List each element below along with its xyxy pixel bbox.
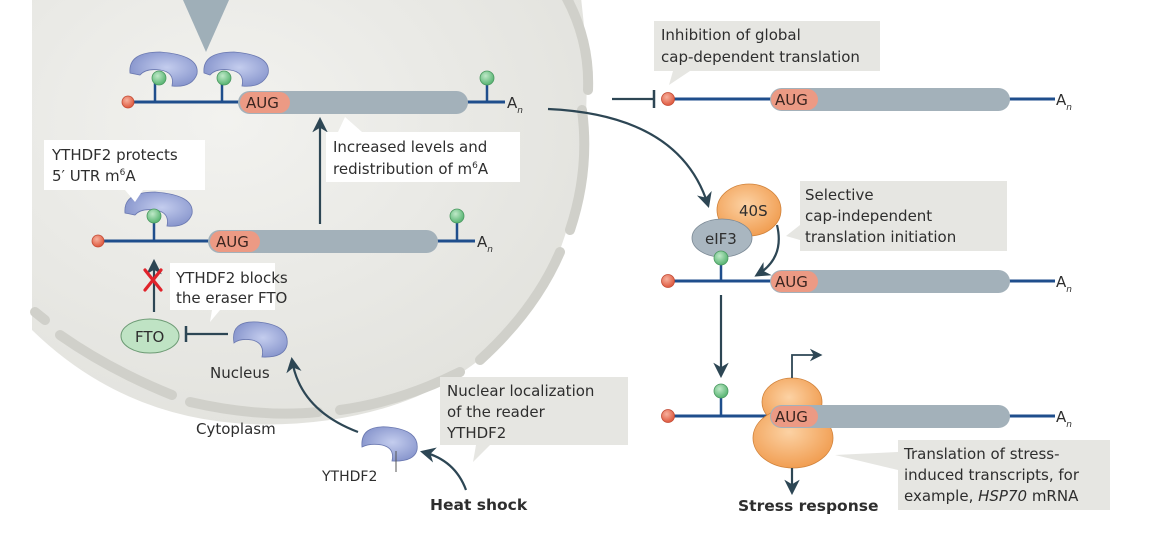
fto-label: FTO (135, 328, 164, 346)
scanning-arrow (754, 224, 780, 277)
m6a-mark-icon (713, 250, 729, 266)
svg-text:Translation of stress-: Translation of stress- (903, 445, 1060, 463)
cds-body (770, 270, 1010, 293)
stress-response-label: Stress response (738, 497, 878, 515)
cap-icon (91, 234, 105, 248)
ythdf2-reader-icon (129, 51, 198, 87)
aug-label: AUG (775, 273, 808, 291)
callout-selective-initiation: Selective cap-independent translation in… (786, 181, 1007, 251)
cds-body (770, 88, 1010, 111)
nucleus (30, 0, 594, 425)
mrna-nuclear-top (121, 51, 505, 114)
m6a-mark-icon (713, 383, 729, 399)
nascent-peptide-arrow (791, 348, 823, 378)
heat-shock-arrow (420, 447, 468, 491)
m6a-mark-icon (449, 208, 465, 224)
incoming-arrow-triangle (183, 0, 229, 52)
m6a-mark-icon (146, 208, 162, 224)
svg-text:5′ UTR m6A: 5′ UTR m6A (52, 167, 136, 185)
polya-label: An (1056, 408, 1072, 430)
aug-codon (210, 231, 260, 252)
aug-label: AUG (246, 94, 279, 112)
aug-label: AUG (775, 408, 808, 426)
callout-increased-m6a: Increased levels and redistribution of m… (326, 117, 520, 182)
fto-enzyme (120, 318, 180, 354)
callout-ythdf2-protects: YTHDF2 protects 5′ UTR m6A (44, 140, 205, 202)
export-arrow (547, 107, 712, 208)
cds-body (770, 405, 1010, 428)
m6a-mark-icon (479, 70, 495, 86)
polya-label: An (1056, 91, 1072, 113)
mrna-cap-independent (661, 183, 1055, 293)
m6a-mark-icon (151, 70, 167, 86)
polya-label: An (477, 233, 493, 255)
svg-text:cap-independent: cap-independent (805, 207, 932, 225)
cds-body (238, 91, 468, 114)
mrna-translating (661, 377, 1055, 469)
svg-text:of the reader: of the reader (447, 403, 546, 421)
block-x-icon (143, 268, 163, 292)
mrna-nuclear-middle (91, 191, 475, 253)
cap-icon (661, 409, 675, 423)
ythdf2-cytoplasm-icon (361, 426, 418, 462)
inhibit-fto-arrow (184, 326, 228, 342)
ythdf2-label: YTHDF2 (321, 469, 377, 485)
svg-text:Nuclear localization: Nuclear localization (447, 382, 594, 400)
mrna-cap-dependent (661, 88, 1055, 111)
ythdf2-reader-icon (124, 191, 193, 227)
svg-text:Selective: Selective (805, 186, 874, 204)
callout-inhibition-global: Inhibition of global cap-dependent trans… (654, 21, 880, 85)
cytoplasm-label: Cytoplasm (196, 420, 276, 438)
polya-label: An (1056, 273, 1072, 295)
callout-ythdf2-blocks-fto: YTHDF2 blocks the eraser FTO (170, 263, 288, 322)
aug-label: AUG (775, 91, 808, 109)
svg-text:the eraser FTO: the eraser FTO (176, 289, 287, 307)
cap-icon (121, 95, 135, 109)
aug-codon (771, 89, 818, 110)
cap-icon (661, 274, 675, 288)
aug-label: AUG (216, 233, 249, 251)
heat-shock-label: Heat shock (430, 496, 528, 514)
aug-codon (771, 271, 818, 292)
inhibit-cap-dependent-arrow (612, 90, 656, 108)
nuclear-import-arrow (286, 356, 359, 434)
svg-text:Inhibition of global: Inhibition of global (661, 26, 801, 44)
svg-text:translation initiation: translation initiation (805, 228, 956, 246)
svg-text:YTHDF2 protects: YTHDF2 protects (51, 146, 178, 164)
ythdf2-nuclear-icon (233, 321, 288, 358)
cds-body (208, 230, 438, 253)
svg-text:YTHDF2 blocks: YTHDF2 blocks (175, 269, 288, 287)
svg-text:redistribution of m6A: redistribution of m6A (333, 160, 489, 178)
aug-codon (771, 406, 818, 427)
aug-codon (240, 92, 290, 113)
polya-label: An (507, 94, 523, 116)
svg-text:induced transcripts, for: induced transcripts, for (904, 466, 1080, 484)
callout-stress-translation: Translation of stress- induced transcrip… (835, 440, 1110, 510)
ribosome-40s-label: 40S (739, 202, 768, 220)
ythdf2-reader-icon (203, 51, 269, 87)
m6a-mark-icon (216, 70, 232, 86)
svg-text:YTHDF2: YTHDF2 (446, 424, 506, 442)
svg-text:cap-dependent translation: cap-dependent translation (661, 48, 860, 66)
callout-nuclear-localization: Nuclear localization of the reader YTHDF… (440, 377, 628, 462)
svg-text:Increased levels and: Increased levels and (333, 138, 487, 156)
nucleus-label: Nucleus (210, 364, 270, 382)
svg-text:example, HSP70 mRNA: example, HSP70 mRNA (904, 487, 1079, 505)
eif3-label: eIF3 (705, 230, 737, 248)
cap-icon (661, 92, 675, 106)
